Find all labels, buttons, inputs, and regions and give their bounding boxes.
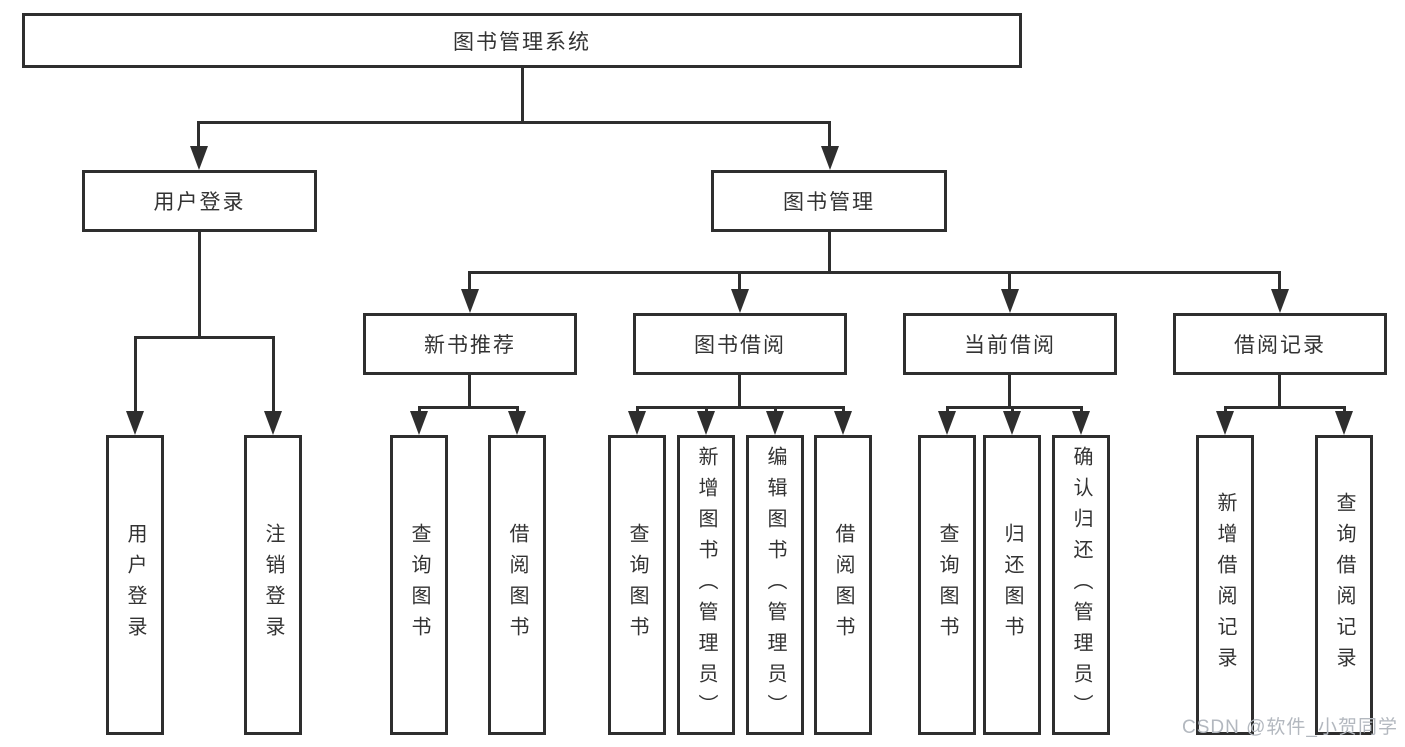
arrowhead-down: [938, 411, 956, 435]
arrowhead-down: [1216, 411, 1234, 435]
connector-drop-book-borrowing: [738, 271, 741, 293]
connector-drop-leaf: [516, 406, 519, 415]
connector-current-borrowing-stem: [1008, 375, 1011, 406]
node-label: 当前借阅: [964, 334, 1056, 357]
leaf-label: 确认归还（管理员）: [1070, 445, 1092, 725]
connector-new-book-recommendation-stem: [468, 375, 471, 406]
connector-drop-current-borrowing: [1008, 271, 1011, 293]
arrowhead-down: [508, 411, 526, 435]
connector-drop-leaf-user-login: [134, 336, 137, 413]
connector-borrowing-records-stem: [1278, 375, 1281, 406]
connector-book-borrowing-stem: [738, 375, 741, 406]
leaf-return-books: 归还图书: [983, 435, 1041, 735]
arrowhead-down: [410, 411, 428, 435]
arrowhead-down: [766, 411, 784, 435]
node-new-book-recommendation: 新书推荐: [363, 313, 577, 375]
leaf-query-borrow-record: 查询借阅记录: [1315, 435, 1373, 735]
connector-drop-borrowing-records: [1278, 271, 1281, 293]
arrowhead-down: [126, 411, 144, 435]
connector-drop-leaf-logout: [272, 336, 275, 413]
leaf-label: 借阅图书: [832, 523, 854, 647]
node-current-borrowing: 当前借阅: [903, 313, 1117, 375]
connector-book-management-hbar: [468, 271, 1281, 274]
connector-drop-new-book-recommendation: [468, 271, 471, 293]
arrowhead-down: [821, 146, 839, 170]
connector-book-borrowing-hbar: [636, 406, 845, 409]
arrowhead-down: [697, 411, 715, 435]
connector-drop-leaf: [636, 406, 639, 415]
connector-drop-leaf: [418, 406, 421, 415]
leaf-edit-book-admin: 编辑图书（管理员）: [746, 435, 804, 735]
leaf-label: 查询图书: [936, 523, 958, 647]
connector-drop-leaf: [705, 406, 708, 415]
leaf-query-books-borrowing: 查询图书: [608, 435, 666, 735]
node-borrowing-records: 借阅记录: [1173, 313, 1387, 375]
connector-user-login-stem: [198, 232, 201, 336]
connector-drop-leaf: [946, 406, 949, 415]
connector-drop-book-management: [828, 121, 831, 151]
connector-current-borrowing-hbar: [946, 406, 1083, 409]
arrowhead-down: [628, 411, 646, 435]
connector-drop-leaf: [1224, 406, 1227, 415]
node-library-management-system: 图书管理系统: [22, 13, 1022, 68]
leaf-label: 新增借阅记录: [1214, 492, 1236, 678]
connector-drop-user-login: [197, 121, 200, 151]
csdn-watermark: CSDN @软件_小贺同学: [1182, 717, 1398, 738]
leaf-label: 查询图书: [626, 523, 648, 647]
leaf-user-login: 用户登录: [106, 435, 164, 735]
arrowhead-down: [1003, 411, 1021, 435]
leaf-logout: 注销登录: [244, 435, 302, 735]
connector-root-stem: [521, 68, 524, 121]
connector-drop-leaf: [774, 406, 777, 415]
arrowhead-down: [1335, 411, 1353, 435]
leaf-borrow-books-recommendation: 借阅图书: [488, 435, 546, 735]
leaf-confirm-return-admin: 确认归还（管理员）: [1052, 435, 1110, 735]
connector-drop-leaf: [842, 406, 845, 415]
leaf-add-book-admin: 新增图书（管理员）: [677, 435, 735, 735]
arrowhead-down: [1271, 289, 1289, 313]
node-label: 图书管理: [783, 191, 875, 214]
leaf-add-borrow-record: 新增借阅记录: [1196, 435, 1254, 735]
arrowhead-down: [1001, 289, 1019, 313]
connector-book-management-stem: [828, 232, 831, 271]
connector-new-book-recommendation-hbar: [418, 406, 519, 409]
leaf-label: 借阅图书: [506, 523, 528, 647]
leaf-label: 用户登录: [124, 523, 146, 647]
connector-drop-leaf: [1011, 406, 1014, 415]
leaf-label: 新增图书（管理员）: [695, 445, 717, 725]
node-label: 借阅记录: [1234, 334, 1326, 357]
leaf-borrow-books-borrowing: 借阅图书: [814, 435, 872, 735]
leaf-label: 查询图书: [408, 523, 430, 647]
arrowhead-down: [264, 411, 282, 435]
node-user-login: 用户登录: [82, 170, 317, 232]
arrowhead-down: [190, 146, 208, 170]
leaf-label: 查询借阅记录: [1333, 492, 1355, 678]
node-label: 图书管理系统: [453, 30, 591, 54]
node-label: 新书推荐: [424, 334, 516, 357]
node-label: 用户登录: [153, 191, 246, 214]
leaf-label: 注销登录: [262, 523, 284, 647]
arrowhead-down: [1072, 411, 1090, 435]
connector-level1-hbar: [197, 121, 831, 124]
leaf-label: 编辑图书（管理员）: [764, 445, 786, 725]
arrowhead-down: [834, 411, 852, 435]
connector-drop-leaf: [1080, 406, 1083, 415]
connector-drop-leaf: [1343, 406, 1346, 415]
connector-user-login-hbar: [134, 336, 275, 339]
arrowhead-down: [731, 289, 749, 313]
connector-borrowing-records-hbar: [1224, 406, 1346, 409]
leaf-query-books-current: 查询图书: [918, 435, 976, 735]
arrowhead-down: [461, 289, 479, 313]
leaf-query-books-recommendation: 查询图书: [390, 435, 448, 735]
leaf-label: 归还图书: [1001, 523, 1023, 647]
node-label: 图书借阅: [694, 334, 786, 357]
node-book-management: 图书管理: [711, 170, 947, 232]
node-book-borrowing: 图书借阅: [633, 313, 847, 375]
